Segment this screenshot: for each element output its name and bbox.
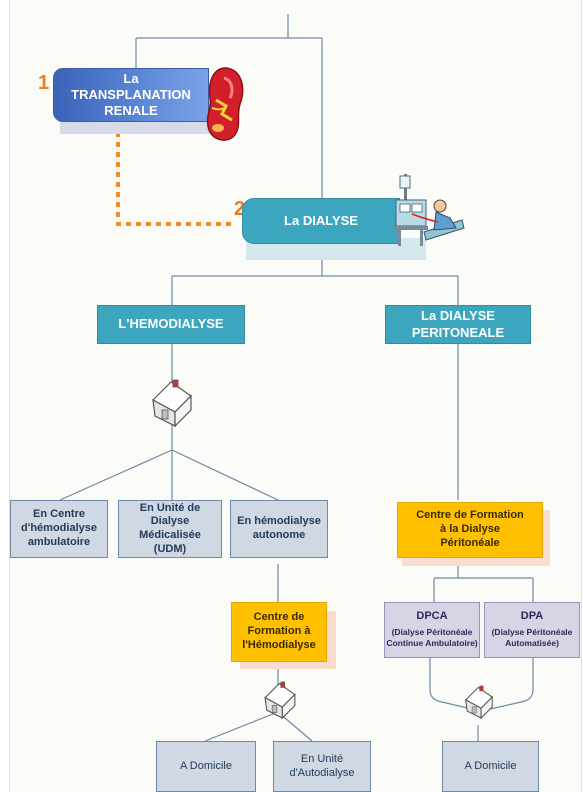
hemo-home-domicile: A Domicile: [156, 741, 256, 792]
connector-dpa-house: [485, 658, 534, 711]
connector-hemo-left: [59, 449, 173, 501]
dotted-link: [116, 122, 232, 226]
dpca-title: DPCA: [416, 610, 448, 623]
peritoneale-box: La DIALYSE PERITONEALE: [385, 305, 531, 344]
kidney-icon: [206, 67, 244, 141]
hemodialyse-box: L'HEMODIALYSE: [97, 305, 245, 344]
house-icon: [464, 685, 494, 720]
dpa-title: DPA: [520, 610, 544, 623]
house-icon: [152, 379, 192, 428]
hemo-option-autonome: En hémodialyse autonome: [230, 500, 328, 558]
transplant-box: La TRANSPLANATION RENALE: [53, 68, 209, 122]
house-icon: [264, 681, 296, 720]
dpca-box: DPCA (Dialyse Péritonéale Continue Ambul…: [384, 602, 480, 658]
centre-formation-hemo: Centre de Formation à l'Hémodialyse: [231, 602, 327, 662]
dpca-subtitle: (Dialyse Péritonéale Continue Ambulatoir…: [386, 626, 478, 649]
hemo-option-udm: En Unité de Dialyse Médicalisée (UDM): [118, 500, 222, 558]
hemo-option-centre: En Centre d'hémodialyse ambulatoire: [10, 500, 108, 558]
connector-dpca-house: [429, 658, 477, 711]
peri-home-domicile: A Domicile: [442, 741, 539, 792]
connector-home-left: [204, 711, 279, 742]
dpa-box: DPA (Dialyse Péritonéale Automatisée): [484, 602, 580, 658]
step-number-1: 1: [38, 72, 50, 94]
step-number-2: 2: [234, 198, 246, 220]
dpa-subtitle: (Dialyse Péritonéale Automatisée): [491, 626, 573, 649]
centre-formation-peri: Centre de Formation à la Dialyse Périton…: [397, 502, 543, 558]
hemo-home-autodialyse: En Unité d'Autodialyse: [273, 741, 371, 792]
connector-hemo-right: [171, 449, 279, 501]
dialysis-patient-icon: [394, 174, 465, 246]
dialyse-box: La DIALYSE: [242, 198, 400, 244]
